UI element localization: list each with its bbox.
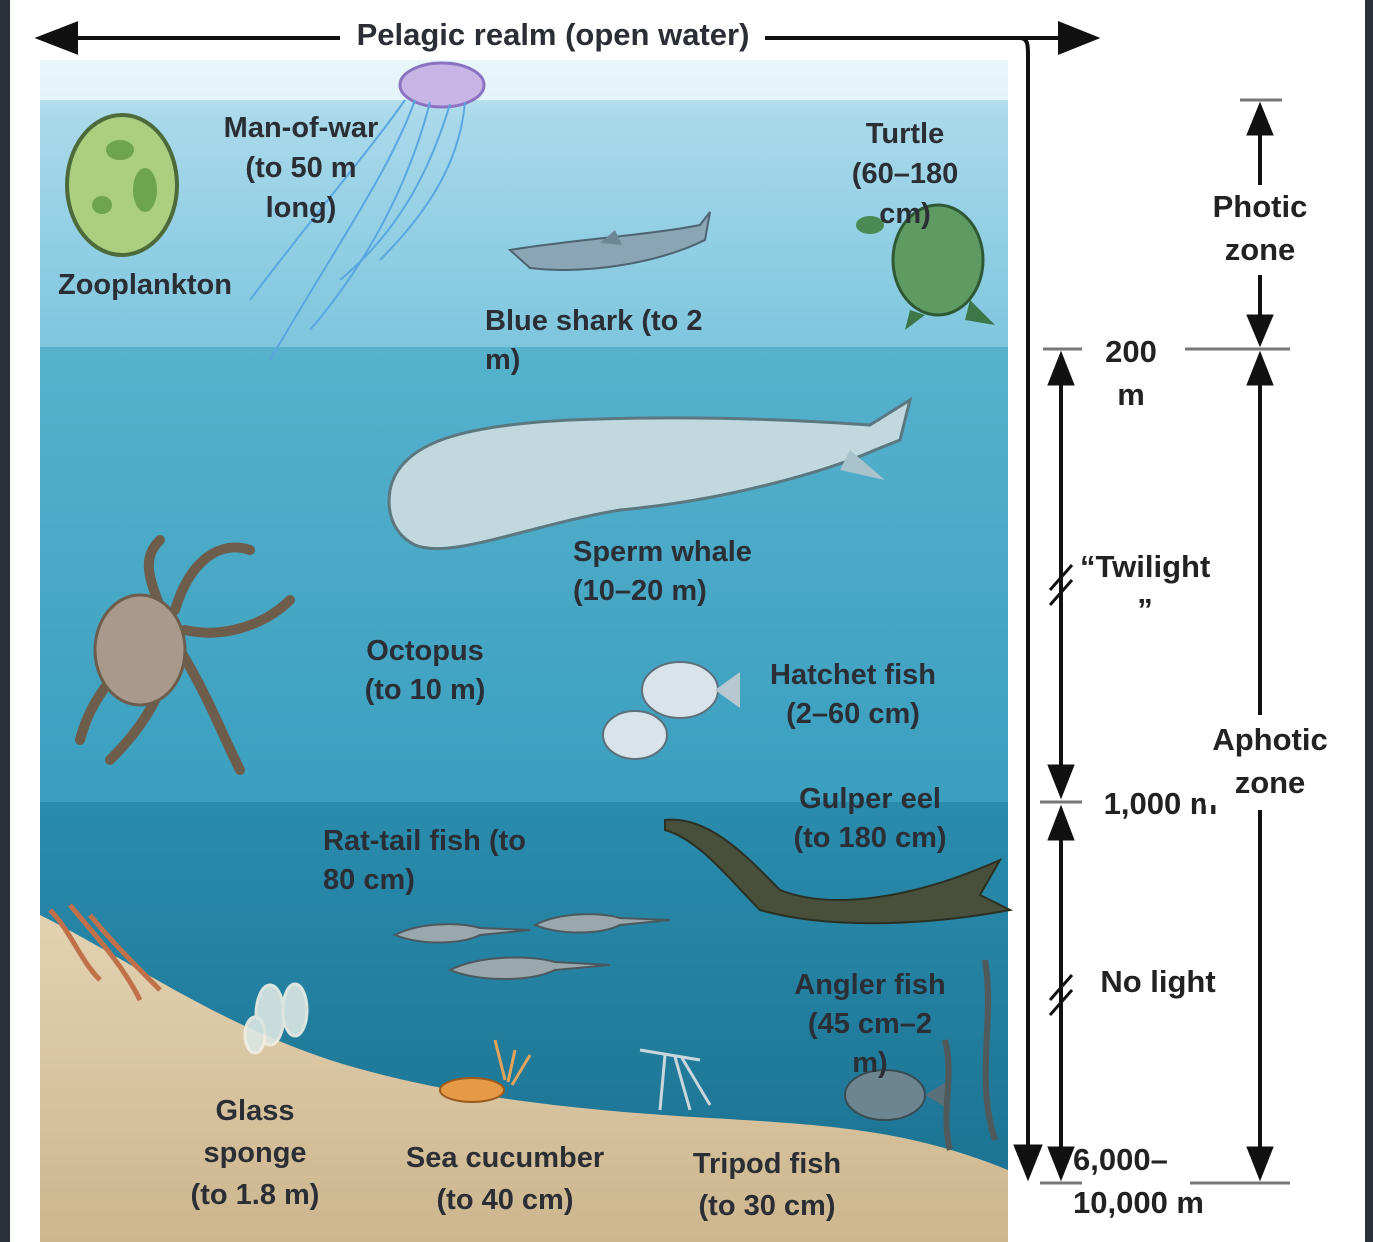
ocean-zones-diagram: Pelagic realm (open water) Zooplankton M… [10,0,1365,1242]
angler-fish-label: Angler fish (45 cm–2 m) [785,966,955,1083]
tripod-fish-label: Tripod fish (to 30 cm) [682,1143,852,1227]
depth-200-label: 200 m [1096,330,1166,417]
octopus-label: Octopus (to 10 m) [345,632,505,710]
aphotic-zone-label: Aphotic zone [1205,718,1335,805]
pelagic-realm-label: Pelagic realm (open water) [343,14,763,56]
twilight-label: “Twilight ” [1080,545,1210,632]
photic-zone-label: Photic zone [1200,185,1320,272]
gulper-eel-label: Gulper eel (to 180 cm) [780,780,960,858]
zooplankton-label: Zooplankton [45,266,245,305]
hatchet-fish-label: Hatchet fish (2–60 cm) [758,656,948,734]
zooplankton-drawing [67,115,177,255]
man-of-war-label: Man-of-war (to 50 m long) [216,108,386,228]
blue-shark-label: Blue shark (to 2 m) [485,302,745,380]
octopus-body [95,595,185,705]
no-light-label: No light [1098,960,1218,1003]
depth-bottom-label: 6,000– 10,000 m [1073,1138,1223,1225]
glass-sponge-label: Glass sponge (to 1.8 m) [180,1090,330,1216]
sea-cucumber-label: Sea cucumber (to 40 cm) [395,1137,615,1221]
sperm-whale-label: Sperm whale (10–20 m) [573,533,793,611]
turtle-label: Turtle (60–180 cm) [835,114,975,234]
rat-tail-fish-label: Rat-tail fish (to 80 cm) [323,822,563,900]
